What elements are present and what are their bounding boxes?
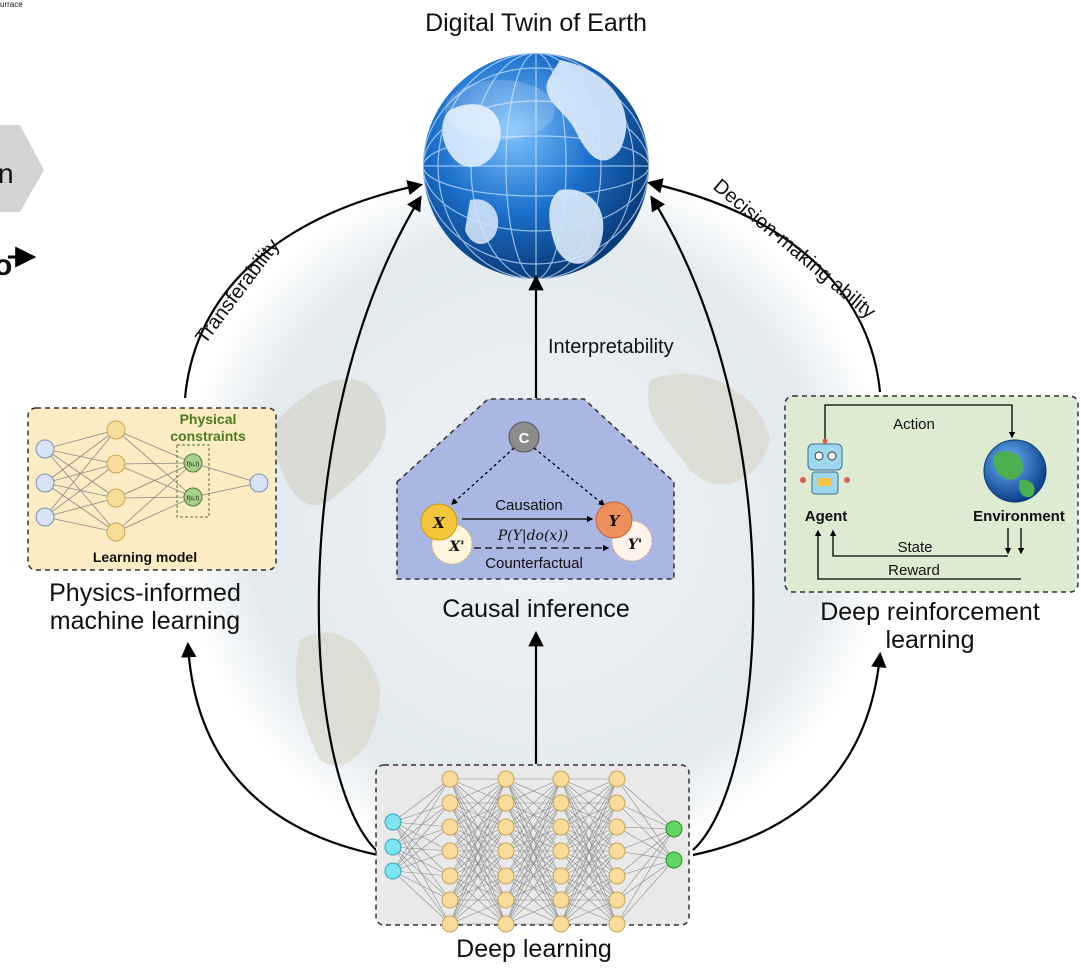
x-node: [420, 503, 458, 541]
neuron-node: [608, 818, 626, 836]
neuron-node: [497, 891, 515, 909]
dl-title: Deep learning: [456, 935, 612, 963]
arrow-dl-to-earth-right: [650, 195, 755, 851]
do-expression: P(Y|do(x)): [497, 528, 569, 544]
drl-title-line1: Deep reinforcement: [820, 598, 1040, 626]
piml-node-label-2: f(u,t): [187, 496, 199, 502]
y-node: [595, 501, 633, 539]
confounder-node: [508, 421, 540, 453]
neuron-node: [665, 820, 683, 838]
neuron-node: [106, 420, 126, 440]
x-label: X: [432, 514, 446, 532]
neuron-node: [384, 838, 402, 856]
arrow-dl-to-earth-left: [317, 195, 422, 853]
neuron-node: [441, 794, 459, 812]
dl-panel: [375, 764, 690, 933]
robot-agent-icon: [800, 438, 850, 495]
state-label: State: [897, 539, 932, 556]
reward-label: Reward: [888, 562, 940, 579]
neuron-node: [441, 915, 459, 933]
neuron-node: [497, 818, 515, 836]
piml-inner-title-2: constraints: [170, 428, 246, 444]
neuron-node: [497, 842, 515, 860]
neuron-node: [608, 794, 626, 812]
piml-title-line2: machine learning: [50, 607, 240, 635]
neuron-node: [35, 507, 55, 527]
neuron-node: [665, 851, 683, 869]
agent-label: Agent: [805, 508, 848, 525]
cropped-fragment: urrace n o: [0, 0, 44, 282]
neuron-node: [552, 915, 570, 933]
cropped-letter: n: [0, 158, 14, 189]
arrow-dl-to-drl: [692, 651, 887, 857]
neuron-node: [249, 473, 269, 493]
neuron-node: [552, 818, 570, 836]
piml-model-label: Learning model: [93, 549, 197, 565]
neuron-node: [183, 453, 203, 473]
neuron-node: [608, 770, 626, 788]
counterfactual-label: Counterfactual: [485, 555, 583, 572]
cropped-text: urrace: [0, 0, 23, 9]
physics-constraint-box: [176, 444, 210, 518]
earth-title: Digital Twin of Earth: [425, 9, 647, 37]
environment-globe-icon: [983, 439, 1047, 503]
x-prime-label: X': [448, 539, 464, 555]
neuron-node: [608, 842, 626, 860]
neuron-node: [441, 818, 459, 836]
neuron-node: [608, 867, 626, 885]
neuron-node: [441, 842, 459, 860]
interpretability-label: Interpretability: [548, 336, 674, 358]
drl-panel: Action Agent Environment State Reward: [784, 395, 1079, 593]
neuron-node: [608, 891, 626, 909]
causation-label: Causation: [495, 497, 563, 514]
neuron-node: [497, 867, 515, 885]
neuron-node: [384, 813, 402, 831]
drl-title-line2: learning: [886, 626, 975, 654]
neuron-node: [106, 522, 126, 542]
causal-panel: C X X' Y Y' Causation P(Y|do(x)) Counter…: [396, 398, 675, 580]
environment-label: Environment: [973, 508, 1065, 525]
neuron-node: [497, 915, 515, 933]
neuron-node: [106, 488, 126, 508]
causal-title: Causal inference: [442, 595, 630, 623]
arrow-dl-to-piml: [181, 641, 379, 857]
piml-title-line1: Physics-informed: [49, 579, 241, 607]
piml-inner-title-1: Physical: [180, 411, 237, 427]
arrow-piml-to-earth: [183, 180, 424, 399]
earth-globe-icon: [423, 53, 649, 279]
neuron-node: [552, 842, 570, 860]
neuron-node: [183, 487, 203, 507]
piml-node-label-1: f(u,t): [187, 462, 199, 468]
neuron-node: [441, 891, 459, 909]
cropped-letter-2: o: [0, 249, 12, 282]
y-prime-label: Y': [628, 537, 642, 553]
neuron-node: [552, 770, 570, 788]
neuron-node: [441, 867, 459, 885]
connection-arrows: [181, 178, 887, 857]
neuron-node: [552, 794, 570, 812]
neuron-node: [35, 439, 55, 459]
neuron-node: [497, 770, 515, 788]
action-label: Action: [893, 416, 935, 433]
y-label: Y: [609, 512, 621, 530]
neuron-node: [384, 862, 402, 880]
chevron-shape: [0, 125, 44, 212]
neuron-node: [106, 454, 126, 474]
neuron-node: [552, 867, 570, 885]
neuron-node: [35, 473, 55, 493]
neuron-node: [608, 915, 626, 933]
piml-panel: Physical constraints f(u,t) f(u,t) Learn…: [27, 407, 277, 571]
confounder-label: C: [519, 430, 530, 447]
neuron-node: [552, 891, 570, 909]
arrow-drl-to-earth: [646, 178, 882, 393]
neuron-node: [497, 794, 515, 812]
neuron-node: [441, 770, 459, 788]
